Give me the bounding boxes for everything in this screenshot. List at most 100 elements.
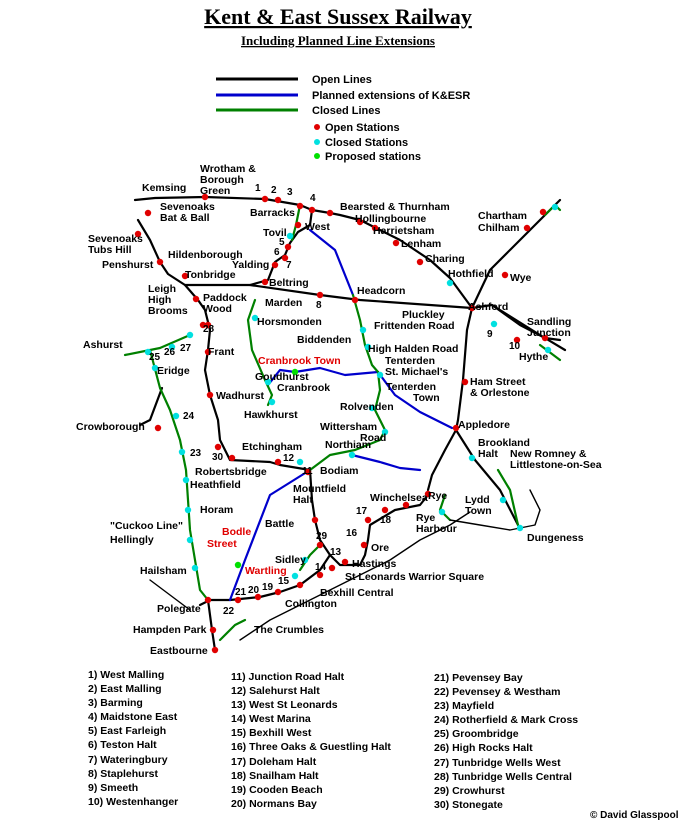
index-entry: 25) Groombridge <box>434 728 519 741</box>
legend-closed-lines: Closed Lines <box>312 105 380 117</box>
station-number: 5 <box>279 237 285 248</box>
planned-lines <box>228 228 454 602</box>
station-label: Road <box>360 432 386 444</box>
station-number: 8 <box>316 300 322 311</box>
station-label: High Halden Road <box>368 343 458 355</box>
index-entry: 17) Doleham Halt <box>231 755 317 768</box>
station-label: St Leonards Warrior Square <box>345 571 484 583</box>
closed-lines <box>123 203 562 642</box>
station-label: Town <box>413 392 440 404</box>
station-labels: Wrotham & Borough Green Kemsing Sevenoak… <box>76 163 602 657</box>
open-stations <box>134 193 549 654</box>
station-label: Marden <box>265 297 302 309</box>
station-label: Robertsbridge <box>195 466 267 478</box>
station-number: 9 <box>487 329 493 340</box>
station-number: 20 <box>248 585 260 596</box>
station-label: Lydd <box>465 494 490 506</box>
station-index-column-1: 1) West Malling 2) East Malling 3) Barmi… <box>88 668 178 809</box>
station-label: Bat & Ball <box>160 212 210 224</box>
station-label: Tubs Hill <box>88 244 132 256</box>
station-label: Sevenoaks <box>160 201 215 213</box>
index-entry: 18) Snailham Halt <box>231 769 319 782</box>
station-label: Hythe <box>519 351 548 363</box>
station-number: 11 <box>302 466 313 477</box>
index-entry: 10) Westenhanger <box>88 795 179 808</box>
station-number: 18 <box>380 515 392 526</box>
station-label: Pluckley <box>402 309 445 321</box>
stations <box>134 193 559 654</box>
station-label: Beltring <box>269 277 309 289</box>
station-label: Hellingly <box>110 534 154 546</box>
legend-closed-stations: Closed Stations <box>325 137 408 149</box>
station-number: 14 <box>315 562 327 573</box>
station-label: St. Michael's <box>385 366 448 378</box>
index-entry: 8) Staplehurst <box>88 767 159 780</box>
station-label: Halt <box>478 448 498 460</box>
station-label: Paddock <box>203 292 247 304</box>
station-number: 15 <box>278 576 290 587</box>
station-label: Charing <box>425 253 465 265</box>
legend-planned: Planned extensions of K&ESR <box>312 90 470 102</box>
station-label: Crowborough <box>76 421 145 433</box>
legend: Open Lines Planned extensions of K&ESR C… <box>216 74 470 163</box>
index-entry: 26) High Rocks Halt <box>434 742 533 755</box>
station-number: 3 <box>287 187 293 198</box>
station-label: & Orlestone <box>470 387 530 399</box>
station-label: Town <box>465 505 492 517</box>
station-label: Wrotham & <box>200 163 256 175</box>
station-number: 27 <box>180 343 192 354</box>
station-label: Northiam <box>325 439 371 451</box>
station-label-proposed: Street <box>207 538 237 550</box>
station-label: Eastbourne <box>150 645 208 657</box>
station-label: Tovil <box>263 227 287 239</box>
station-label: Hildenborough <box>168 249 243 261</box>
station-label: Winchelsea <box>370 492 428 504</box>
station-number: 30 <box>212 452 224 463</box>
station-label: Littlestone-on-Sea <box>510 459 602 471</box>
station-number: 25 <box>149 352 161 363</box>
station-label: Hastings <box>352 558 397 570</box>
station-label: Wittersham <box>320 421 377 433</box>
station-number: 23 <box>190 448 202 459</box>
station-numbers: 1 2 3 4 5 6 7 8 9 10 11 12 13 14 15 16 1… <box>149 183 521 617</box>
station-number: 29 <box>316 531 328 542</box>
index-entry: 7) Wateringbury <box>88 753 168 766</box>
legend-open-lines: Open Lines <box>312 74 372 86</box>
station-label: Rye <box>416 512 435 524</box>
station-label: Sandling <box>527 316 571 328</box>
station-number: 16 <box>346 528 358 539</box>
station-number: 22 <box>223 606 235 617</box>
legend-proposed-stations: Proposed stations <box>325 151 421 163</box>
station-label: Yalding <box>232 259 269 271</box>
index-entry: 29) Crowhurst <box>434 784 505 797</box>
index-entry: 2) East Malling <box>88 683 162 696</box>
station-label: Polegate <box>157 603 201 615</box>
index-entry: 23) Mayfield <box>434 700 495 713</box>
station-number: 6 <box>274 247 280 258</box>
index-entry: 30) Stonegate <box>434 798 503 811</box>
legend-proposed-station-dot <box>314 153 320 159</box>
index-entry: 16) Three Oaks & Guestling Halt <box>231 741 391 754</box>
station-label: Penshurst <box>102 259 154 271</box>
station-label: Wadhurst <box>216 390 265 402</box>
station-label: Chilham <box>478 222 519 234</box>
index-entry: 22) Pevensey & Westham <box>434 686 561 699</box>
station-label: Junction <box>527 327 571 339</box>
map-subtitle: Including Planned Line Extensions <box>241 33 435 48</box>
station-label: Hollingbourne <box>355 213 426 225</box>
station-label: Headcorn <box>357 285 405 297</box>
station-number: 26 <box>164 347 176 358</box>
station-label: Bexhill Central <box>320 587 394 599</box>
station-label: Horam <box>200 504 233 516</box>
station-label: Frant <box>208 346 235 358</box>
index-entry: 1) West Malling <box>88 669 165 681</box>
index-entry: 3) Barming <box>88 697 143 710</box>
legend-open-stations: Open Stations <box>325 122 400 134</box>
station-label: Green <box>200 185 230 197</box>
index-entry: 6) Teston Halt <box>88 739 157 752</box>
station-label: Appledore <box>458 419 510 431</box>
station-label: Horsmonden <box>257 316 322 328</box>
index-entry: 4) Maidstone East <box>88 711 178 724</box>
station-label: Ore <box>371 542 389 554</box>
